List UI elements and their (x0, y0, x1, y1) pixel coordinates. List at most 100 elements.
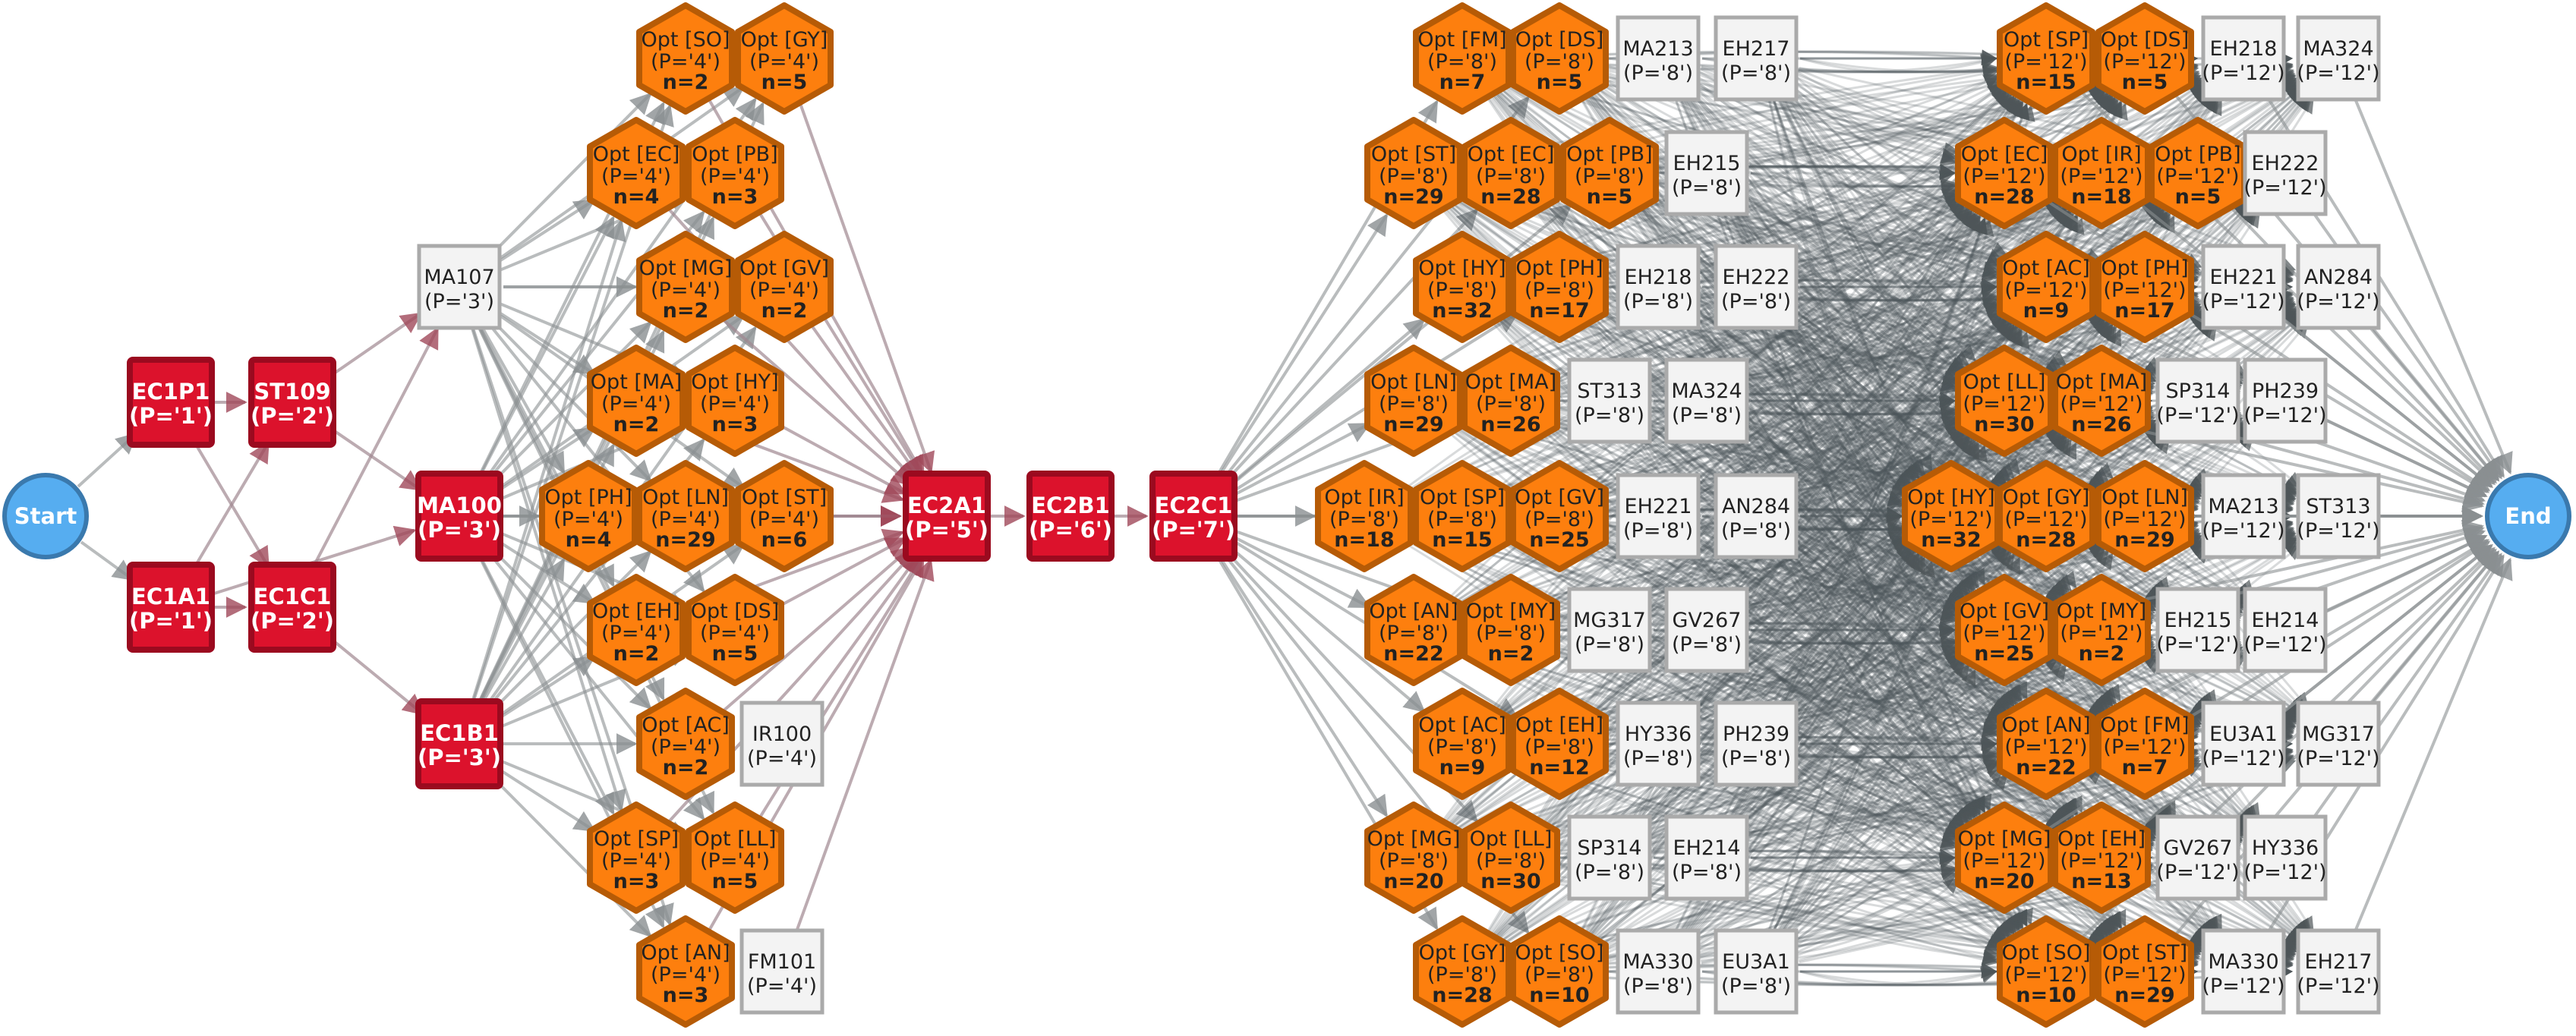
node-ec1c1[interactable]: EC1C1(P='2') (248, 562, 336, 653)
node-o4-sp[interactable]: Opt [SP](P='4')n=3 (587, 801, 686, 914)
node-o12-ll[interactable]: Opt [LL](P='12')n=30 (1955, 345, 2054, 457)
node-c12-ma213[interactable]: MA213(P='12') (2201, 473, 2286, 559)
node-c8-ph239[interactable]: PH239(P='8') (1714, 701, 1799, 787)
node-o12-an[interactable]: Opt [AN](P='12')n=22 (1997, 688, 2095, 800)
node-c8-eh214[interactable]: EH214(P='8') (1664, 814, 1749, 901)
node-o8-ds[interactable]: Opt [DS](P='8')n=5 (1510, 2, 1609, 115)
node-c8-st313[interactable]: ST313(P='8') (1567, 357, 1652, 444)
node-c12-hy336[interactable]: HY336(P='12') (2243, 814, 2328, 901)
node-c8-mg317[interactable]: MG317(P='8') (1567, 587, 1652, 673)
node-o4-mg[interactable]: Opt [MG](P='4')n=2 (636, 231, 735, 343)
node-o12-pb[interactable]: Opt [PB](P='12')n=5 (2149, 117, 2247, 229)
node-c12-eh215[interactable]: EH215(P='12') (2155, 587, 2240, 673)
node-o8-pb[interactable]: Opt [PB](P='8')n=5 (1560, 117, 1659, 229)
node-o4-gv[interactable]: Opt [GV](P='4')n=2 (735, 231, 834, 343)
node-c12-ma324[interactable]: MA324(P='12') (2296, 15, 2381, 102)
node-o8-an[interactable]: Opt [AN](P='8')n=22 (1364, 574, 1463, 686)
node-c12-ma330[interactable]: MA330(P='12') (2201, 928, 2286, 1015)
node-c8-eh217[interactable]: EH217(P='8') (1714, 15, 1799, 102)
node-o8-ll[interactable]: Opt [LL](P='8')n=30 (1461, 801, 1560, 914)
node-c12-sp314[interactable]: SP314(P='12') (2155, 357, 2240, 444)
node-o8-ln[interactable]: Opt [LN](P='8')n=29 (1364, 345, 1463, 457)
node-c8-gv267[interactable]: GV267(P='8') (1664, 587, 1749, 673)
node-o8-ma[interactable]: Opt [MA](P='8')n=26 (1461, 345, 1560, 457)
node-c12-gv267[interactable]: GV267(P='12') (2155, 814, 2240, 901)
node-o12-hy[interactable]: Opt [HY](P='12')n=32 (1902, 460, 2001, 572)
node-c12-eh221[interactable]: EH221(P='12') (2201, 244, 2286, 330)
node-o8-so[interactable]: Opt [SO](P='8')n=10 (1510, 915, 1609, 1028)
node-c8-eh215[interactable]: EH215(P='8') (1664, 130, 1749, 216)
node-o12-ac[interactable]: Opt [AC](P='12')n=9 (1997, 231, 2095, 343)
node-o12-mg[interactable]: Opt [MG](P='12')n=20 (1955, 801, 2054, 914)
node-ec1b1[interactable]: EC1B1(P='3') (415, 698, 503, 789)
node-c12-eh222[interactable]: EH222(P='12') (2243, 130, 2328, 216)
node-o8-my[interactable]: Opt [MY](P='8')n=2 (1461, 574, 1560, 686)
node-o12-ph[interactable]: Opt [PH](P='12')n=17 (2095, 231, 2194, 343)
node-c8-hy336[interactable]: HY336(P='8') (1616, 701, 1701, 787)
node-c8-sp314[interactable]: SP314(P='8') (1567, 814, 1652, 901)
node-c4-ir100[interactable]: IR100(P='4') (739, 701, 825, 787)
node-c12-eh218[interactable]: EH218(P='12') (2201, 15, 2286, 102)
node-c8-an284[interactable]: AN284(P='8') (1714, 473, 1799, 559)
node-o8-eh[interactable]: Opt [EH](P='8')n=12 (1510, 688, 1609, 800)
node-o12-ln[interactable]: Opt [LN](P='12')n=29 (2095, 460, 2194, 572)
node-ma100[interactable]: MA100(P='3') (415, 471, 503, 562)
node-c8-ma213[interactable]: MA213(P='8') (1616, 15, 1701, 102)
node-o8-fm[interactable]: Opt [FM](P='8')n=7 (1413, 2, 1512, 115)
node-ec2b1[interactable]: EC2B1(P='6') (1026, 471, 1115, 562)
node-o12-sp[interactable]: Opt [SP](P='12')n=15 (1997, 2, 2095, 115)
node-o4-ph[interactable]: Opt [PH](P='4')n=4 (539, 460, 638, 572)
node-o12-st[interactable]: Opt [ST](P='12')n=29 (2095, 915, 2194, 1028)
node-c8-eu3a1[interactable]: EU3A1(P='8') (1714, 928, 1799, 1015)
node-ma107[interactable]: MA107(P='3') (417, 244, 502, 330)
node-o12-ec[interactable]: Opt [EC](P='12')n=28 (1955, 117, 2054, 229)
node-o4-ec[interactable]: Opt [EC](P='4')n=4 (587, 117, 686, 229)
node-o4-gy[interactable]: Opt [GY](P='4')n=5 (735, 2, 834, 115)
node-o12-eh[interactable]: Opt [EH](P='12')n=13 (2052, 801, 2151, 914)
node-o4-so[interactable]: Opt [SO](P='4')n=2 (636, 2, 735, 115)
node-c12-ph239[interactable]: PH239(P='12') (2243, 357, 2328, 444)
node-ec1p1[interactable]: EC1P1(P='1') (127, 357, 215, 448)
node-st109[interactable]: ST109(P='2') (248, 357, 336, 448)
node-c12-eh217[interactable]: EH217(P='12') (2296, 928, 2381, 1015)
node-o4-eh[interactable]: Opt [EH](P='4')n=2 (587, 574, 686, 686)
node-o4-ln[interactable]: Opt [LN](P='4')n=29 (636, 460, 735, 572)
node-o4-ma[interactable]: Opt [MA](P='4')n=2 (587, 345, 686, 457)
node-o8-ac[interactable]: Opt [AC](P='8')n=9 (1413, 688, 1512, 800)
node-o4-st[interactable]: Opt [ST](P='4')n=6 (735, 460, 834, 572)
node-o4-an[interactable]: Opt [AN](P='4')n=3 (636, 915, 735, 1028)
node-o4-pb[interactable]: Opt [PB](P='4')n=3 (686, 117, 784, 229)
node-o8-ph[interactable]: Opt [PH](P='8')n=17 (1510, 231, 1609, 343)
node-c8-ma324[interactable]: MA324(P='8') (1664, 357, 1749, 444)
node-o12-gv[interactable]: Opt [GV](P='12')n=25 (1955, 574, 2054, 686)
node-start[interactable]: Start (2, 473, 89, 559)
node-ec1a1[interactable]: EC1A1(P='1') (127, 562, 215, 653)
node-c8-eh218[interactable]: EH218(P='8') (1616, 244, 1701, 330)
node-o8-st[interactable]: Opt [ST](P='8')n=29 (1364, 117, 1463, 229)
node-o12-ir[interactable]: Opt [IR](P='12')n=18 (2052, 117, 2151, 229)
node-ec2c1[interactable]: EC2C1(P='7') (1149, 471, 1238, 562)
node-o12-gy[interactable]: Opt [GY](P='12')n=28 (1997, 460, 2095, 572)
node-c12-an284[interactable]: AN284(P='12') (2296, 244, 2381, 330)
node-o12-my[interactable]: Opt [MY](P='12')n=2 (2052, 574, 2151, 686)
node-o8-ir[interactable]: Opt [IR](P='8')n=18 (1315, 460, 1414, 572)
node-c4-fm101[interactable]: FM101(P='4') (739, 928, 825, 1015)
node-o12-ma[interactable]: Opt [MA](P='12')n=26 (2052, 345, 2151, 457)
node-o4-ds[interactable]: Opt [DS](P='4')n=5 (686, 574, 784, 686)
node-c8-ma330[interactable]: MA330(P='8') (1616, 928, 1701, 1015)
node-o8-gy[interactable]: Opt [GY](P='8')n=28 (1413, 915, 1512, 1028)
node-c12-eh214[interactable]: EH214(P='12') (2243, 587, 2328, 673)
node-end[interactable]: End (2485, 473, 2571, 559)
node-c12-eu3a1[interactable]: EU3A1(P='12') (2201, 701, 2286, 787)
node-o12-fm[interactable]: Opt [FM](P='12')n=7 (2095, 688, 2194, 800)
node-o8-hy[interactable]: Opt [HY](P='8')n=32 (1413, 231, 1512, 343)
node-c12-mg317[interactable]: MG317(P='12') (2296, 701, 2381, 787)
node-o8-mg[interactable]: Opt [MG](P='8')n=20 (1364, 801, 1463, 914)
node-o12-so[interactable]: Opt [SO](P='12')n=10 (1997, 915, 2095, 1028)
node-c8-eh222[interactable]: EH222(P='8') (1714, 244, 1799, 330)
node-o8-ec[interactable]: Opt [EC](P='8')n=28 (1461, 117, 1560, 229)
node-c8-eh221[interactable]: EH221(P='8') (1616, 473, 1701, 559)
node-o4-ll[interactable]: Opt [LL](P='4')n=5 (686, 801, 784, 914)
node-c12-st313[interactable]: ST313(P='12') (2296, 473, 2381, 559)
node-o8-sp[interactable]: Opt [SP](P='8')n=15 (1413, 460, 1512, 572)
